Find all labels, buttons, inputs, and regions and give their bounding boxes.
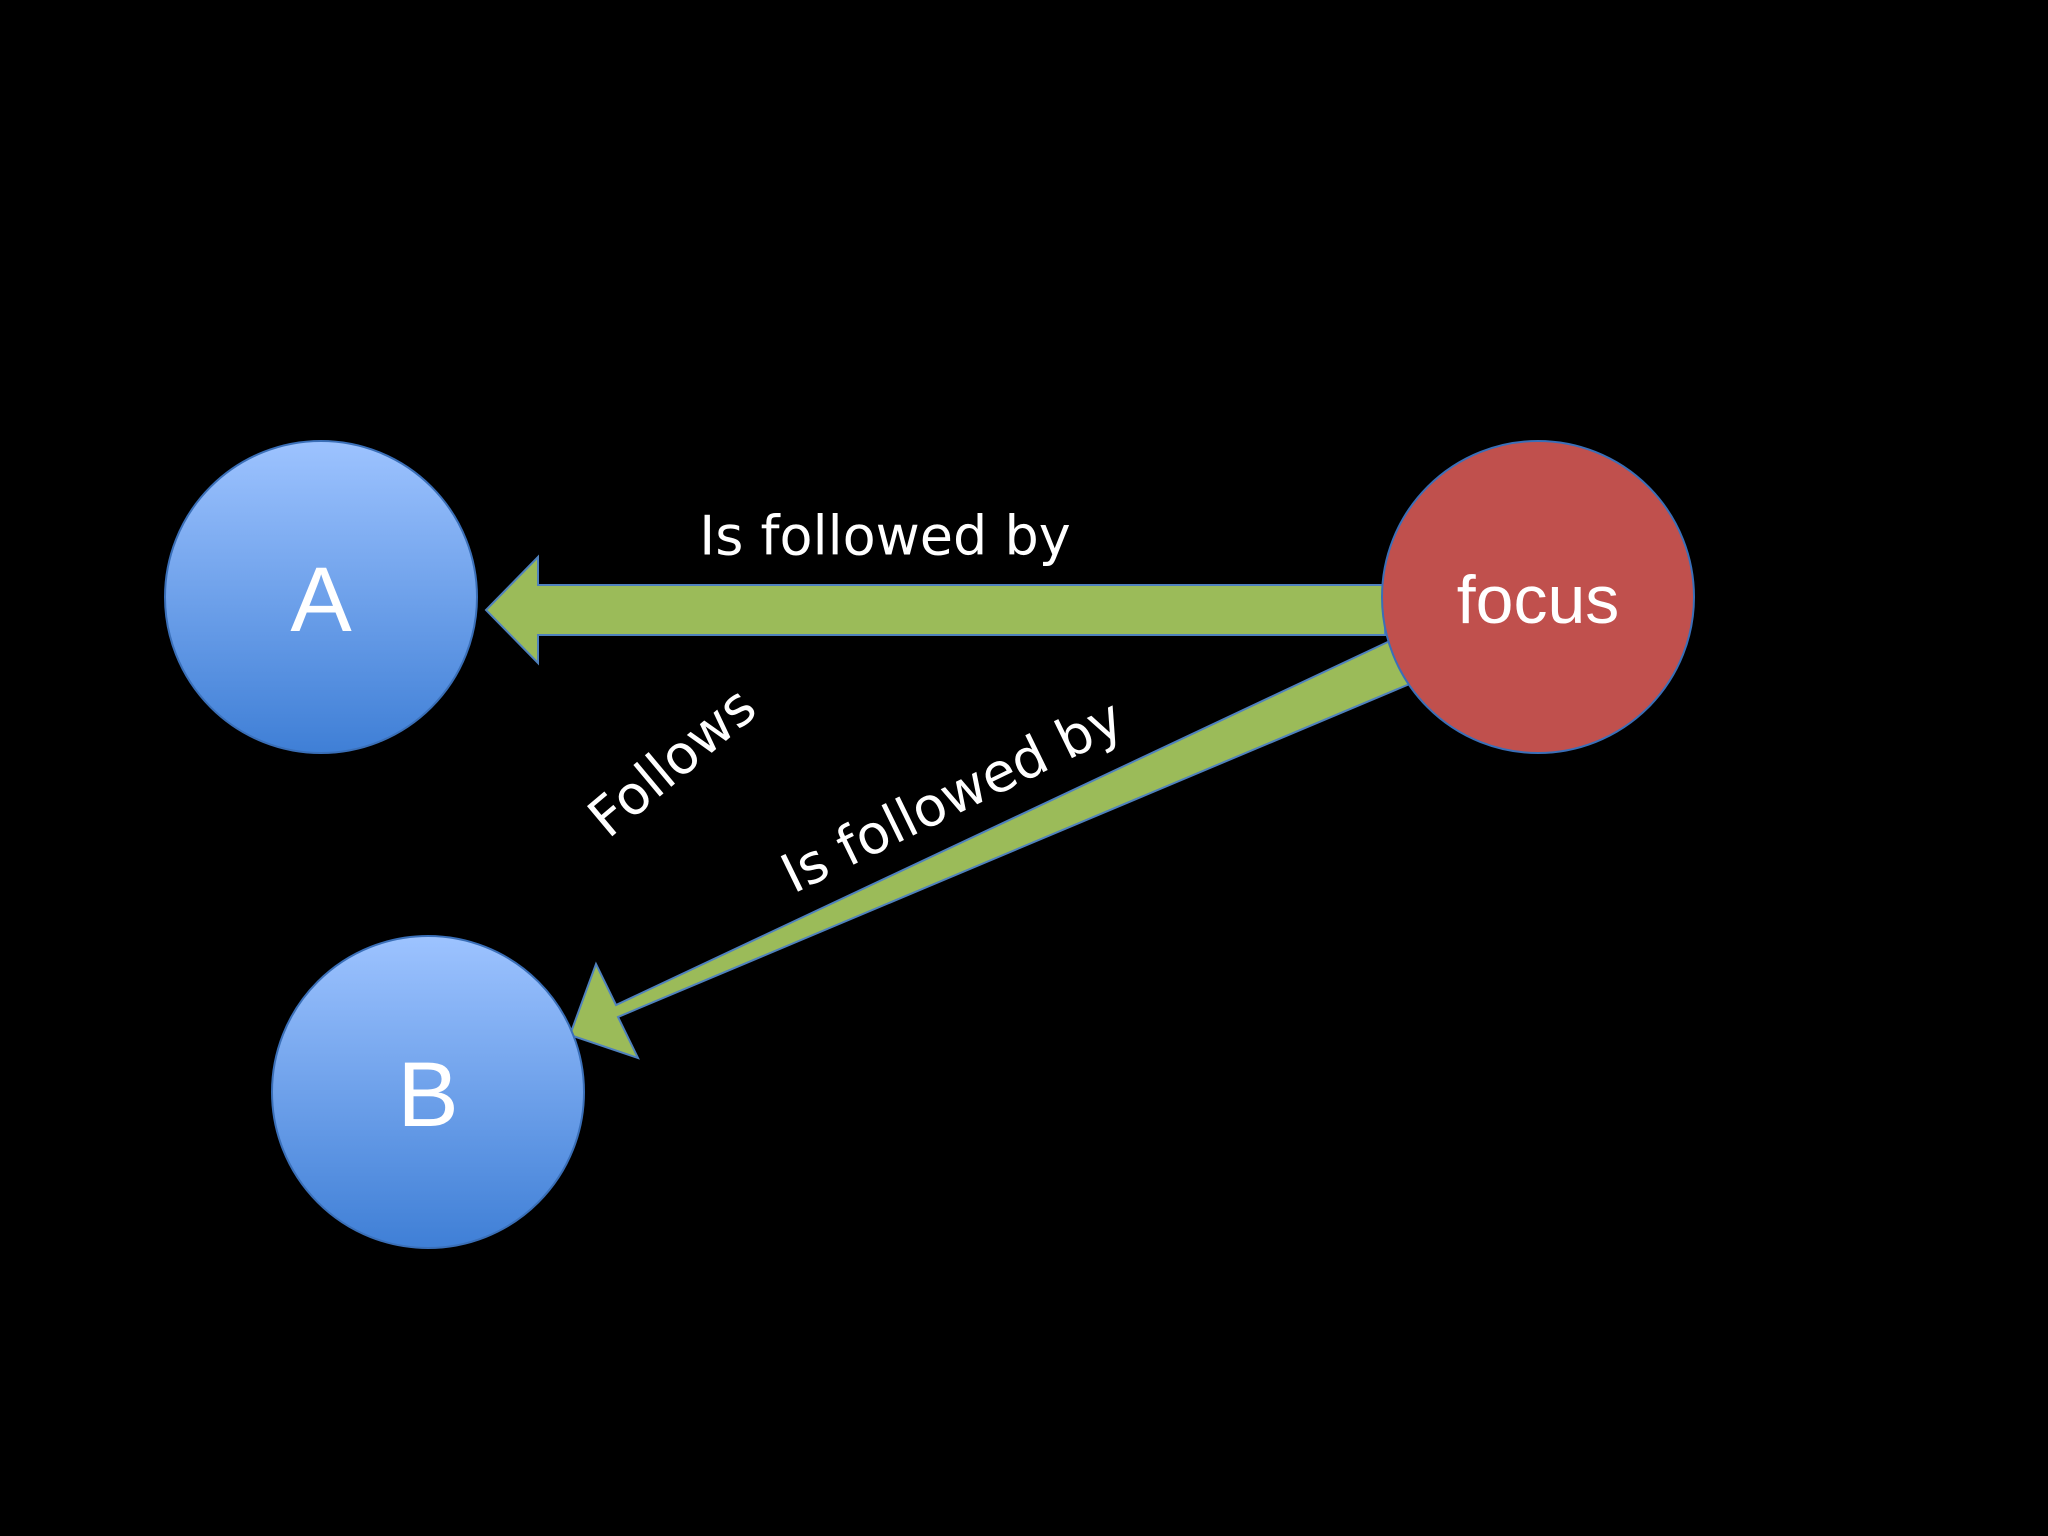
node-a: [164, 440, 478, 754]
arrow-focus-to-b: [568, 638, 1414, 1060]
edge-label-focus-to-a: Is followed by: [699, 505, 1070, 568]
node-a-label: A: [290, 549, 352, 651]
arrow-focus-to-a: [484, 554, 1386, 666]
node-focus-label: focus: [1457, 562, 1620, 638]
node-b-label: B: [397, 1044, 458, 1146]
node-b: [271, 935, 585, 1249]
node-focus: [1381, 440, 1695, 754]
edge-label-b-to-a: Follows: [576, 674, 768, 849]
